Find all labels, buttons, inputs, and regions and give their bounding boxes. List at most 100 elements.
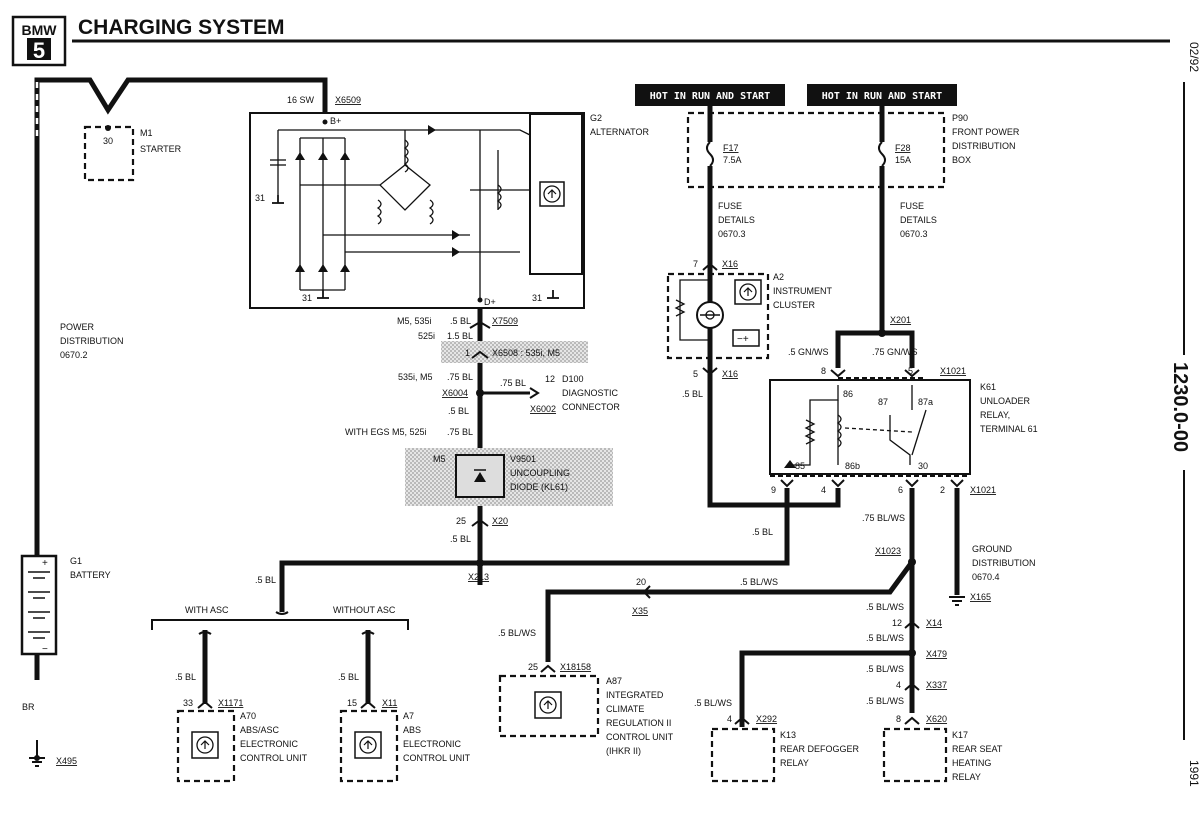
diagram-label: 16 SW: [287, 95, 315, 105]
diagram-label: V9501: [510, 454, 536, 464]
diagram-label: 86b: [845, 461, 860, 471]
diagram-label: RELAY: [952, 772, 981, 782]
alternator-ground-icons: [272, 195, 559, 299]
side-margin: 02/92 1230.0-00 1991: [1169, 42, 1200, 787]
diagram-label: .5 BL/WS: [498, 628, 536, 638]
diagram-label: .5 BL/WS: [740, 577, 778, 587]
diagram-label: 9: [771, 485, 776, 495]
diagram-label: .5 BL: [450, 316, 471, 326]
diagram-label: .5 BL/WS: [866, 664, 904, 674]
ground-icon: [949, 596, 965, 606]
diagram-label: X1021: [940, 366, 966, 376]
diagram-label: REAR SEAT: [952, 744, 1003, 754]
diagram-label: FRONT POWER: [952, 127, 1020, 137]
diagram-label: 31: [302, 293, 312, 303]
diagram-label: 8: [821, 366, 826, 376]
a70-box: [176, 709, 236, 783]
page-title: CHARGING SYSTEM: [78, 16, 285, 39]
diagram-label: GROUND: [972, 544, 1012, 554]
diagram-label: .75 BL: [500, 378, 526, 388]
diagram-label: FUSE: [900, 201, 924, 211]
header: BMW 5 CHARGING SYSTEM: [11, 15, 1170, 67]
diagram-label: WITH EGS M5, 525i: [345, 427, 427, 437]
diagram-label: X1171: [218, 698, 243, 708]
x6508-shaded-area: [441, 341, 588, 363]
regulator-block: [529, 113, 583, 275]
diagram-label: M5, 535i: [397, 316, 432, 326]
diagram-label: P90: [952, 113, 968, 123]
diagram-label: 0670.2: [60, 350, 88, 360]
diagram-label: X18158: [560, 662, 591, 672]
diagram-label: REGULATION II: [606, 718, 671, 728]
a87-box: [498, 674, 600, 738]
diagram-label: 4: [896, 680, 901, 690]
diagram-label: TERMINAL 61: [980, 424, 1038, 434]
diagram-label: X6508 : 535i, M5: [492, 348, 560, 358]
diagram-label: B+: [330, 116, 341, 126]
diagram-label: CONTROL UNIT: [606, 732, 674, 742]
diagram-label: X1021: [970, 485, 996, 495]
alternator-box: [249, 112, 585, 309]
diagram-label: A70: [240, 711, 256, 721]
diagram-label: ABS: [403, 725, 421, 735]
diagram-label: 25: [456, 516, 466, 526]
diagram-label: X337: [926, 680, 947, 690]
diagram-label: .5 BL: [450, 534, 471, 544]
diagram-label: A87: [606, 676, 622, 686]
diagram-label: DISTRIBUTION: [60, 336, 124, 346]
starter-battery-section: 30 M1 STARTER 16 SW X6509 POWER DISTRIBU…: [20, 77, 361, 767]
fuse-box-section: HOT IN RUN AND START HOT IN RUN AND STAR…: [635, 84, 1020, 508]
diagram-label: 25: [528, 662, 538, 672]
diagram-label: DETAILS: [900, 215, 937, 225]
diagram-label: K61: [980, 382, 996, 392]
diagram-label: .5 BL: [175, 672, 196, 682]
diagram-label: G2: [590, 113, 602, 123]
diagram-label: X20: [492, 516, 508, 526]
diagram-label: X213: [468, 572, 489, 582]
front-power-box: [686, 111, 946, 189]
alternator: B+ G2 ALTERNATOR: [249, 112, 650, 309]
diagram-label: 1: [465, 348, 470, 358]
a7-box: [339, 709, 399, 783]
diagram-label: 12: [545, 374, 555, 384]
diagram-label: X16: [722, 259, 738, 269]
diagram-label: 30: [103, 136, 113, 146]
diagram-label: .5 BL: [752, 527, 773, 537]
diagram-label: F28: [895, 143, 911, 153]
diagram-label: WITHOUT ASC: [333, 605, 396, 615]
model-badge-bg: [27, 38, 51, 60]
diagram-label: (IHKR II): [606, 746, 641, 756]
diagram-label: X7509: [492, 316, 518, 326]
diagram-label: CLUSTER: [773, 300, 816, 310]
diagram-label: ELECTRONIC: [240, 739, 299, 749]
diagram-label: X14: [926, 618, 942, 628]
diagram-label: 87a: [918, 397, 933, 407]
diagram-label: .5 BL/WS: [694, 698, 732, 708]
diagram-label: UNLOADER: [980, 396, 1031, 406]
side-doc-number: 1230.0-00: [1169, 362, 1191, 452]
diagram-label: K17: [952, 730, 968, 740]
diagram-label: 8: [896, 714, 901, 724]
diagram-label: 2: [940, 485, 945, 495]
diagram-label: 87: [878, 397, 888, 407]
abs-branch: .5 BL WITH ASC WITHOUT ASC .5 BL .5 BL 3…: [151, 488, 790, 783]
diagram-label: BR: [22, 702, 35, 712]
stator-coil-icon: [376, 139, 502, 225]
rectifier-bridge-icon: [270, 129, 531, 300]
brand-label: BMW: [22, 22, 58, 38]
diagram-label: D+: [484, 297, 496, 307]
diagram-label: 5: [693, 369, 698, 379]
diagram-label: CLIMATE: [606, 704, 644, 714]
diagram-label: .75 BL/WS: [862, 513, 905, 523]
diagram-label: 0670.4: [972, 572, 1000, 582]
unloader-relay: X201 .5 GN/WS .75 GN/WS 8 5 X1021 K61 UN…: [752, 315, 1038, 537]
diagram-label: M5: [433, 454, 446, 464]
starter-box: [83, 125, 135, 182]
diagram-label: UNCOUPLING: [510, 468, 570, 478]
diagram-label: WITH ASC: [185, 605, 229, 615]
diagram-label: DIAGNOSTIC: [562, 388, 619, 398]
side-date: 02/92: [1187, 42, 1200, 72]
diagram-label: X292: [756, 714, 777, 724]
diagram-label: DIODE (KL61): [510, 482, 568, 492]
